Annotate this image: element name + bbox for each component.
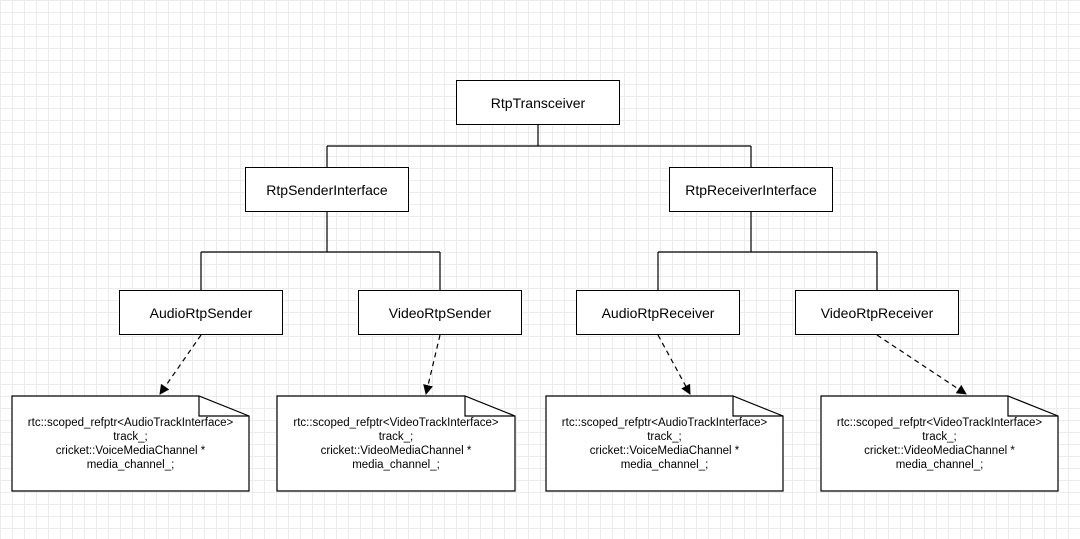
note-line: media_channel_; (620, 459, 709, 471)
note-shape-4 (820, 395, 1059, 492)
arrow-audio-receiver-note (657, 334, 691, 395)
node-video-rtp-receiver: VideoRtpReceiver (795, 290, 959, 335)
node-audio-rtp-receiver: AudioRtpReceiver (576, 290, 740, 335)
note-shape-3 (545, 395, 784, 492)
note-shape-2 (276, 395, 516, 492)
node-rtp-sender-interface: RtpSenderInterface (245, 167, 409, 212)
note-line: track_; (647, 431, 682, 443)
note-line: rtc::scoped_refptr<AudioTrackInterface> (561, 417, 768, 429)
node-rtp-transceiver: RtpTransceiver (456, 80, 620, 125)
arrow-video-receiver-note (876, 334, 967, 395)
note-fold-4 (1007, 396, 1058, 417)
note-line: cricket::VideoMediaChannel * (320, 445, 472, 457)
edge-transceiver-interfaces (326, 125, 752, 167)
arrow-audio-sender-note (159, 334, 202, 395)
note-fold-1 (198, 396, 249, 417)
note-line: track_; (378, 431, 414, 443)
note-line: rtc::scoped_refptr<VideoTrackInterface> (293, 417, 499, 429)
note-fold-3 (732, 396, 783, 417)
note-line: rtc::scoped_refptr<VideoTrackInterface> (836, 417, 1043, 429)
note-video-sender-members: rtc::scoped_refptr<VideoTrackInterface> … (277, 396, 515, 491)
node-audio-rtp-sender: AudioRtpSender (119, 290, 283, 335)
note-fold-2 (464, 396, 515, 417)
note-line: media_channel_; (352, 459, 440, 471)
note-line: track_; (113, 431, 148, 443)
note-line: media_channel_; (895, 459, 984, 471)
note-line: cricket::VoiceMediaChannel * (589, 445, 740, 457)
node-video-rtp-sender: VideoRtpSender (358, 290, 522, 335)
note-line: cricket::VideoMediaChannel * (864, 445, 1015, 457)
node-rtp-receiver-interface: RtpReceiverInterface (669, 167, 833, 212)
note-shape-1 (11, 395, 250, 492)
note-audio-receiver-members: rtc::scoped_refptr<AudioTrackInterface> … (546, 396, 783, 491)
note-video-receiver-members: rtc::scoped_refptr<VideoTrackInterface> … (821, 396, 1058, 491)
note-line: media_channel_; (86, 459, 175, 471)
arrow-video-sender-note (423, 334, 441, 395)
edge-receiver-interface-children (657, 212, 878, 290)
edge-sender-interface-children (200, 212, 441, 290)
note-line: cricket::VoiceMediaChannel * (55, 445, 206, 457)
note-line: track_; (922, 431, 957, 443)
note-line: rtc::scoped_refptr<AudioTrackInterface> (27, 417, 234, 429)
note-audio-sender-members: rtc::scoped_refptr<AudioTrackInterface> … (12, 396, 249, 491)
